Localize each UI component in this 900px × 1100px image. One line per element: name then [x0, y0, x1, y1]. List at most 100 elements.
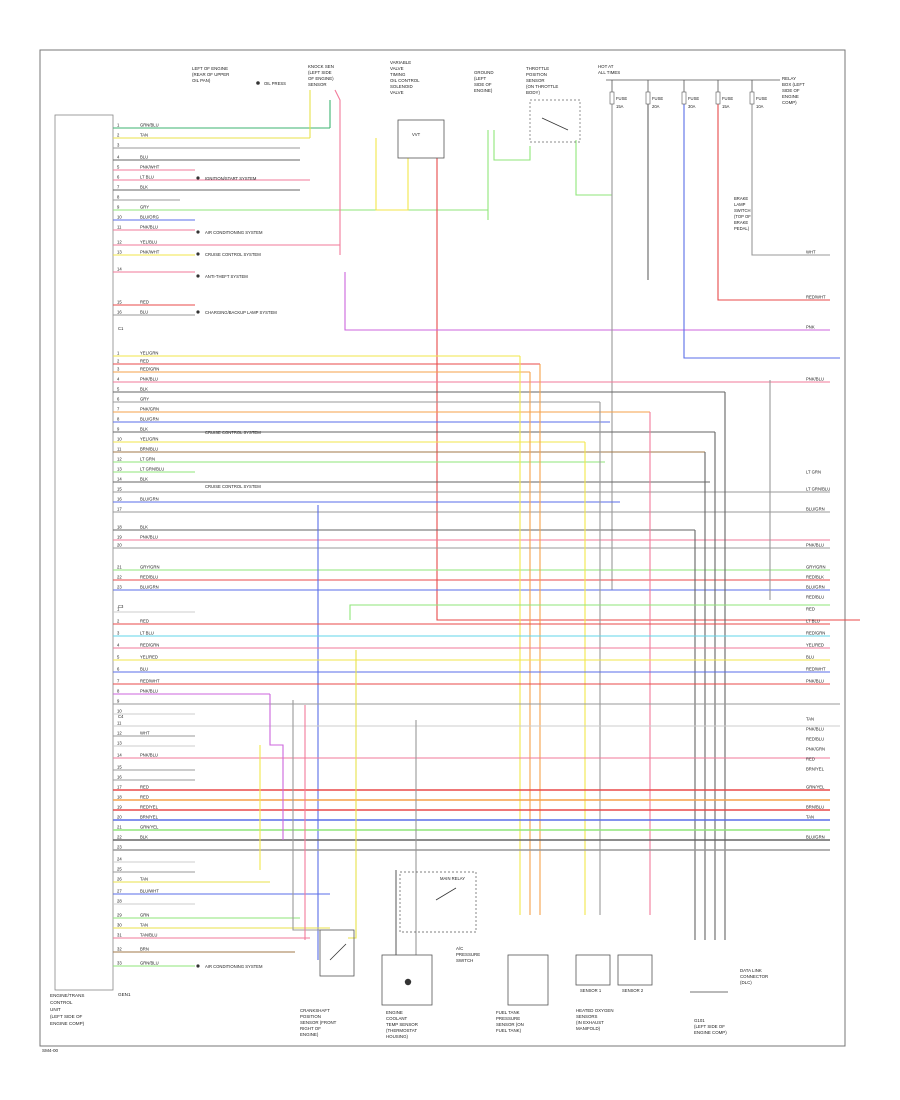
fuse-symbol — [749, 91, 755, 105]
wire-color-label: BLU — [140, 667, 148, 672]
pin-number: 14 — [117, 753, 122, 758]
ac-switch-label-2: PRESSURE — [456, 952, 480, 957]
pin-number: 17 — [117, 785, 122, 790]
oil-pressure-terminal — [256, 81, 260, 85]
wire-color-label: PNK/BLU — [140, 753, 158, 758]
right-wire-label: PNK/BLU — [806, 727, 824, 732]
note-arrow-1 — [196, 176, 200, 180]
pin-number: 30 — [117, 923, 122, 928]
wire-color-label: TAN — [140, 133, 148, 138]
wire-color-label: RED — [140, 785, 149, 790]
pin-number: 25 — [117, 867, 122, 872]
knock-sensor-label-1: KNOCK SEN — [308, 64, 334, 69]
vvt-box-label: VVT — [412, 132, 421, 137]
wire-color-label: RED/BLU — [140, 575, 158, 580]
right-wire-label: RED/WHT — [806, 295, 826, 300]
pin-number: 16 — [117, 497, 122, 502]
crank-sensor-box — [319, 929, 355, 977]
wire-color-label: RED — [140, 359, 149, 364]
wire-color-label: GRY/GRN — [140, 565, 159, 570]
relay-box-label-3: SIDE OF — [782, 88, 800, 93]
pin-number: 1 — [117, 123, 120, 128]
o2-sensor-1-label: SENSOR 1 — [580, 988, 602, 993]
data-link-connector: DATA LINK CONNECTOR (DLC) — [740, 968, 768, 985]
pin-number: 14 — [117, 477, 122, 482]
heated-o2-sensors: SENSOR 1 SENSOR 2 HEATED OXYGEN SENSORS … — [575, 954, 653, 1031]
pin-number: 15 — [117, 487, 122, 492]
fuel-label-3: SENSOR (ON — [496, 1022, 524, 1027]
ecm-label-5: ENGINE COMP) — [50, 1021, 85, 1026]
pin-number: 19 — [117, 535, 122, 540]
oil-pressure-badge: OIL PRESS — [264, 81, 286, 86]
wire-color-label: BRN/YEL — [140, 815, 159, 820]
pin-number: 16 — [117, 310, 122, 315]
pin-number: 9 — [117, 699, 120, 704]
right-wire-label: PNK/BLU — [806, 543, 824, 548]
pin-number: 21 — [117, 565, 122, 570]
diagram-border — [39, 49, 846, 1047]
right-wire-label: RED/BLK — [806, 575, 824, 580]
pin-number: 27 — [117, 889, 122, 894]
brake-note-5: BRAKE — [734, 220, 748, 225]
vvt-label-3: TIMING — [390, 72, 406, 77]
right-wire-label: TAN — [806, 717, 814, 722]
hot-label-1: HOT AT — [598, 64, 614, 69]
wire-color-label: GRN — [140, 913, 149, 918]
wire-mid-green — [349, 604, 830, 620]
pin-number: 7 — [117, 679, 120, 684]
pin-number: 14 — [117, 267, 122, 272]
o2-sensor-1-box — [575, 954, 611, 986]
wire-color-label: PNK/BLU — [140, 689, 158, 694]
wire-color-label: BLK — [140, 835, 148, 840]
right-wire-label: BLU/GRN — [806, 507, 825, 512]
wire-color-label: LT GRN/BLU — [140, 467, 164, 472]
pin-number: 16 — [117, 775, 122, 780]
note-arrow-4 — [196, 274, 200, 278]
vvt-label-5: SOLENOID — [390, 84, 413, 89]
pin-number: 5 — [117, 165, 120, 170]
main-relay-label: MAIN RELAY — [440, 876, 465, 881]
pin-number: 23 — [117, 845, 122, 850]
pin-number: 6 — [117, 175, 120, 180]
ac-switch-label-3: SWITCH — [456, 958, 473, 963]
fuse-label: FUSE — [652, 96, 663, 101]
pin-number: 2 — [117, 133, 120, 138]
wire-color-label: BLU/GRN — [140, 417, 159, 422]
ecm-box — [54, 114, 114, 991]
wire-color-label: GRN/BLU — [140, 123, 159, 128]
right-wire-label: BRN/YEL — [806, 767, 825, 772]
ac-switch-label-1: A/C — [456, 946, 463, 951]
pin-number: 18 — [117, 525, 122, 530]
pin-number: 1 — [117, 607, 120, 612]
wire-color-label: RED/GRN — [140, 643, 159, 648]
right-wire-label: RED — [806, 757, 815, 762]
wire-color-label: PNK/WHT — [140, 250, 160, 255]
right-wire-label: RED/BLU — [806, 595, 824, 600]
main-relay-box — [399, 871, 477, 933]
system-note-6: CRUISE CONTROL SYSTEM — [205, 430, 261, 435]
system-note-8: AIR CONDITIONING SYSTEM — [205, 964, 263, 969]
o2-label-3: (IN EXHAUST — [576, 1020, 604, 1025]
crank-sensor-switch — [329, 943, 347, 961]
wire-color-label: LT GRN — [140, 457, 155, 462]
fuse-amperage: 20A — [652, 104, 660, 109]
wire-color-label: RED — [140, 795, 149, 800]
brake-note-4: (TOP OF — [734, 214, 751, 219]
right-wire-label: PNK/BLU — [806, 377, 824, 382]
wire-color-label: BLK — [140, 477, 148, 482]
right-wire-label: PNK/GRN — [806, 747, 825, 752]
brake-note-3: SWITCH — [734, 208, 751, 213]
knock-sensor-label-2: (LEFT SIDE — [308, 70, 332, 75]
pin-number: 6 — [117, 667, 120, 672]
pin-number: 11 — [117, 447, 122, 452]
wire-color-label: PNK/GRN — [140, 407, 159, 412]
brake-switch-note: BRAKE LAMP SWITCH (TOP OF BRAKE PEDAL) — [734, 196, 751, 231]
pin-number: 24 — [117, 857, 122, 862]
fuse-label: FUSE — [756, 96, 767, 101]
right-wire-label: YEL/RED — [806, 643, 824, 648]
tps-label-3: SENSOR — [526, 78, 545, 83]
pin-number: 13 — [117, 250, 122, 255]
